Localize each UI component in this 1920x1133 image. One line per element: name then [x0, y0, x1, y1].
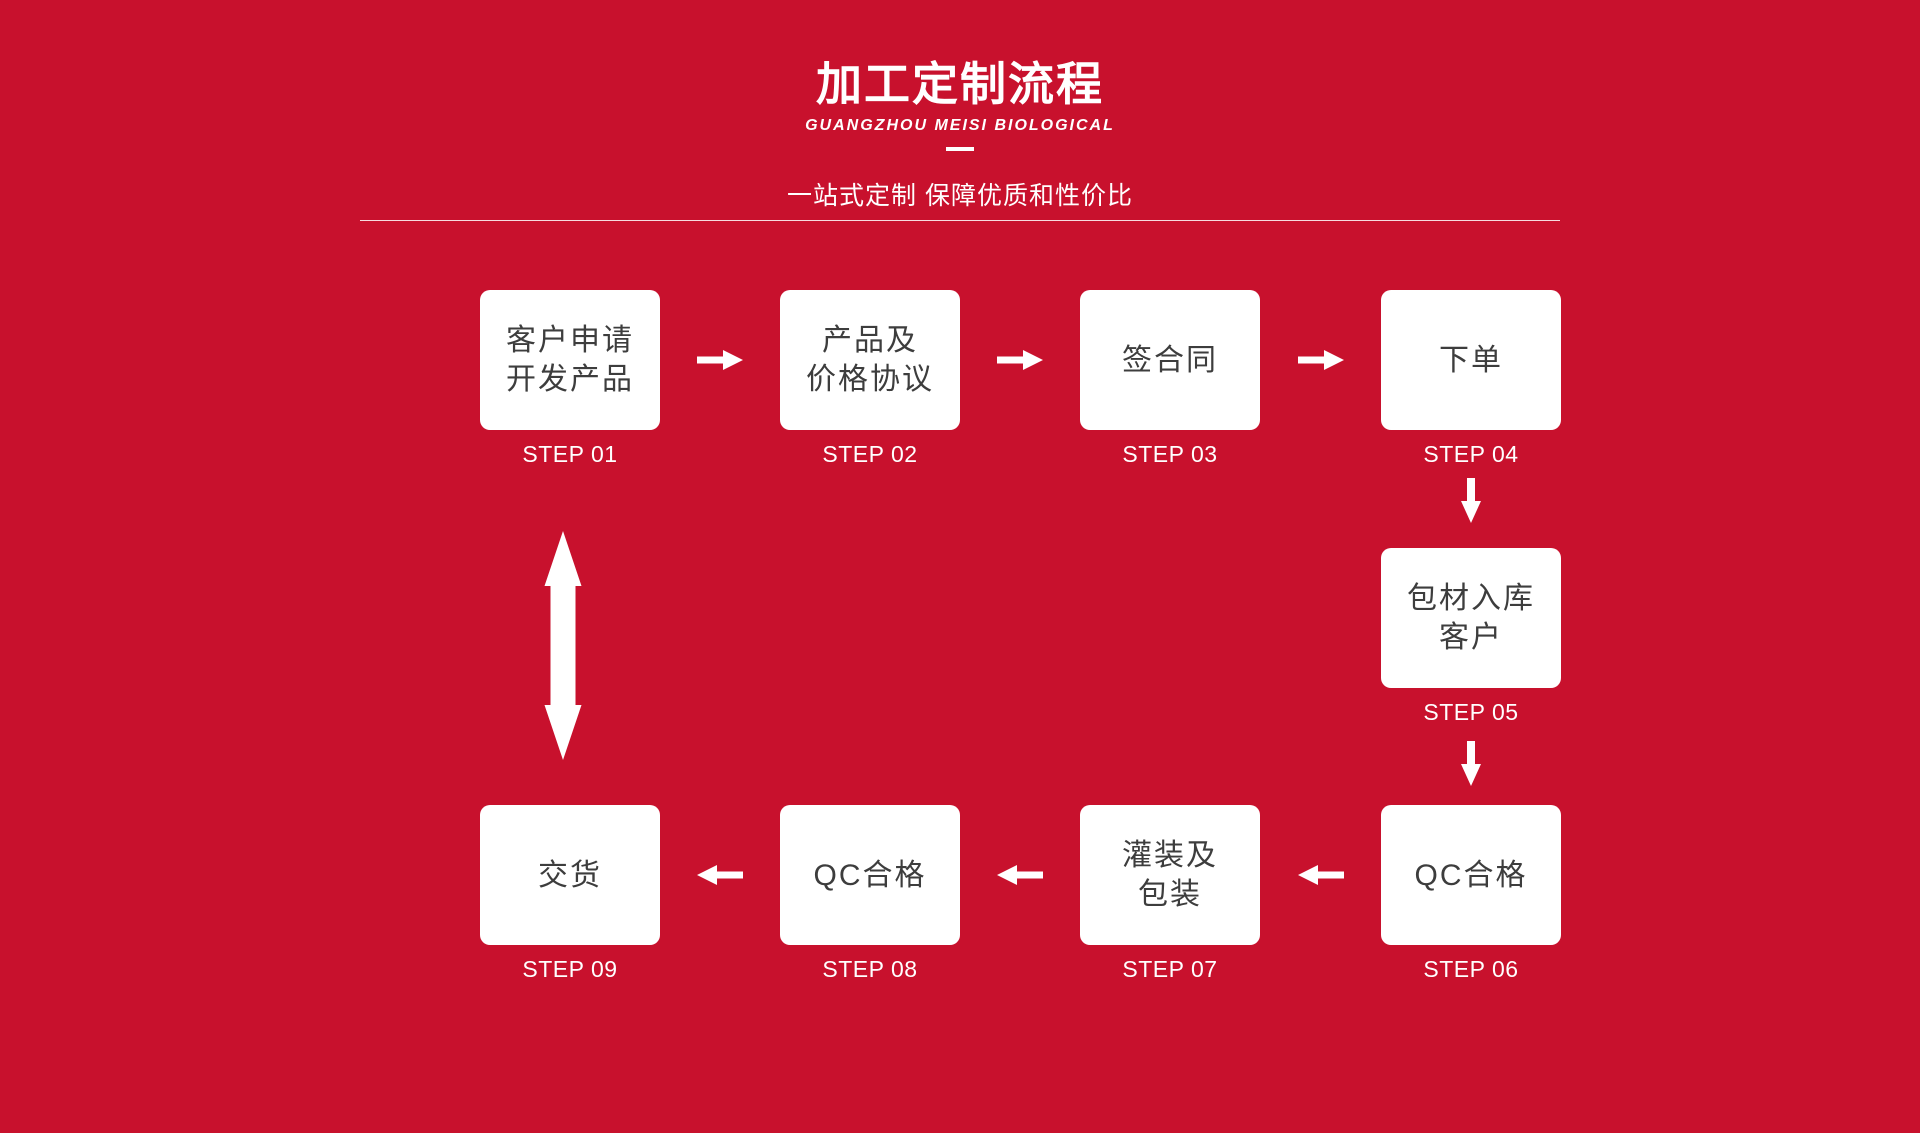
- step-09-box: 交货: [480, 805, 660, 945]
- page-subtitle: GUANGZHOU MEISI BIOLOGICAL: [805, 117, 1115, 134]
- step-08-number: STEP 08: [822, 956, 918, 982]
- step-02-label: 产品及 价格协议: [806, 324, 934, 396]
- step-02-box: 产品及 价格协议: [780, 290, 960, 430]
- header-divider-line: [360, 220, 1560, 221]
- step-07-box: 灌装及 包装: [1080, 805, 1260, 945]
- step-03-box: 签合同: [1080, 290, 1260, 430]
- flow-step-04: 下单 STEP 04: [1381, 290, 1561, 468]
- flow-step-07: 灌装及 包装 STEP 07: [1080, 805, 1260, 983]
- subtitle-dash-divider: [946, 147, 974, 151]
- step-01-box: 客户申请 开发产品: [480, 290, 660, 430]
- arrow-right-icon: [997, 350, 1043, 370]
- step-06-box: QC合格: [1381, 805, 1561, 945]
- step-04-box: 下单: [1381, 290, 1561, 430]
- arrow-down-icon: [1461, 478, 1481, 523]
- step-07-label: 灌装及 包装: [1122, 839, 1218, 911]
- flow-step-03: 签合同 STEP 03: [1080, 290, 1260, 468]
- flow-step-05: 包材入库 客户 STEP 05: [1381, 548, 1561, 726]
- arrow-down-icon: [1461, 741, 1481, 786]
- step-08-label: QC合格: [813, 858, 927, 892]
- page-title: 加工定制流程: [816, 58, 1104, 110]
- step-01-label: 客户申请 开发产品: [506, 324, 634, 396]
- step-05-box: 包材入库 客户: [1381, 548, 1561, 688]
- double-vertical-arrow-icon: [544, 531, 582, 760]
- step-04-number: STEP 04: [1423, 441, 1519, 467]
- arrow-left-icon: [997, 865, 1043, 885]
- flow-step-06: QC合格 STEP 06: [1381, 805, 1561, 983]
- step-01-number: STEP 01: [522, 441, 618, 467]
- arrow-left-icon: [1298, 865, 1344, 885]
- step-07-number: STEP 07: [1122, 956, 1218, 982]
- step-04-label: 下单: [1439, 343, 1503, 377]
- step-06-number: STEP 06: [1423, 956, 1519, 982]
- flow-step-02: 产品及 价格协议 STEP 02: [780, 290, 960, 468]
- step-03-label: 签合同: [1122, 343, 1218, 377]
- flow-step-01: 客户申请 开发产品 STEP 01: [480, 290, 660, 468]
- arrow-right-icon: [1298, 350, 1344, 370]
- page-tagline: 一站式定制 保障优质和性价比: [787, 182, 1133, 210]
- step-02-number: STEP 02: [822, 441, 918, 467]
- arrow-right-icon: [697, 350, 743, 370]
- step-09-label: 交货: [538, 858, 602, 892]
- step-03-number: STEP 03: [1122, 441, 1218, 467]
- flow-step-09: 交货 STEP 09: [480, 805, 660, 983]
- step-08-box: QC合格: [780, 805, 960, 945]
- flow-step-08: QC合格 STEP 08: [780, 805, 960, 983]
- arrow-left-icon: [697, 865, 743, 885]
- step-09-number: STEP 09: [522, 956, 618, 982]
- step-06-label: QC合格: [1414, 858, 1528, 892]
- step-05-label: 包材入库 客户: [1407, 582, 1535, 654]
- step-05-number: STEP 05: [1423, 699, 1519, 725]
